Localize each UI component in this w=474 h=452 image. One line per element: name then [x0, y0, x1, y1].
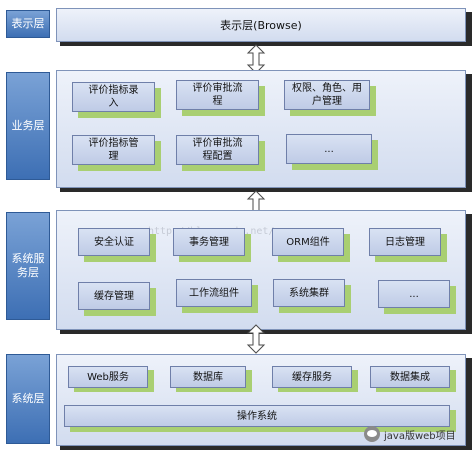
business-item: 评价审批流 程配置 — [176, 135, 259, 165]
system-service-layer-label: 系统服 务层 — [6, 212, 50, 320]
service-item: ... — [378, 280, 450, 308]
service-item: 工作流组件 — [176, 279, 252, 307]
system-item: 数据库 — [170, 366, 246, 388]
business-item: 评价审批流 程 — [176, 80, 259, 110]
presentation-layer: 表示层(Browse) — [56, 8, 466, 42]
business-item: ... — [286, 134, 372, 164]
service-item: ORM组件 — [272, 228, 344, 256]
business-layer-label: 业务层 — [6, 72, 50, 180]
service-item: 系统集群 — [273, 279, 345, 307]
service-item: 安全认证 — [78, 228, 150, 256]
system-item: Web服务 — [68, 366, 148, 388]
service-item: 缓存管理 — [78, 282, 150, 310]
wechat-icon — [364, 426, 380, 442]
presentation-layer-title: 表示层(Browse) — [220, 19, 302, 32]
brand-watermark: java版web项目 — [364, 424, 470, 444]
service-item: 事务管理 — [173, 228, 245, 256]
system-item: 缓存服务 — [272, 366, 352, 388]
system-layer-label: 系统层 — [6, 354, 50, 444]
service-item: 日志管理 — [369, 228, 441, 256]
brand-text: java版web项目 — [384, 430, 456, 442]
business-item: 权限、角色、用 户管理 — [284, 80, 370, 110]
system-service-layer-label-text: 系统服 务层 — [11, 252, 45, 279]
presentation-layer-label: 表示层 — [6, 10, 50, 38]
business-item: 评价指标管 理 — [72, 135, 155, 165]
system-item: 数据集成 — [370, 366, 450, 388]
business-item: 评价指标录 入 — [72, 82, 155, 112]
double-arrow-icon — [246, 324, 266, 354]
os-bar: 操作系统 — [64, 405, 450, 427]
